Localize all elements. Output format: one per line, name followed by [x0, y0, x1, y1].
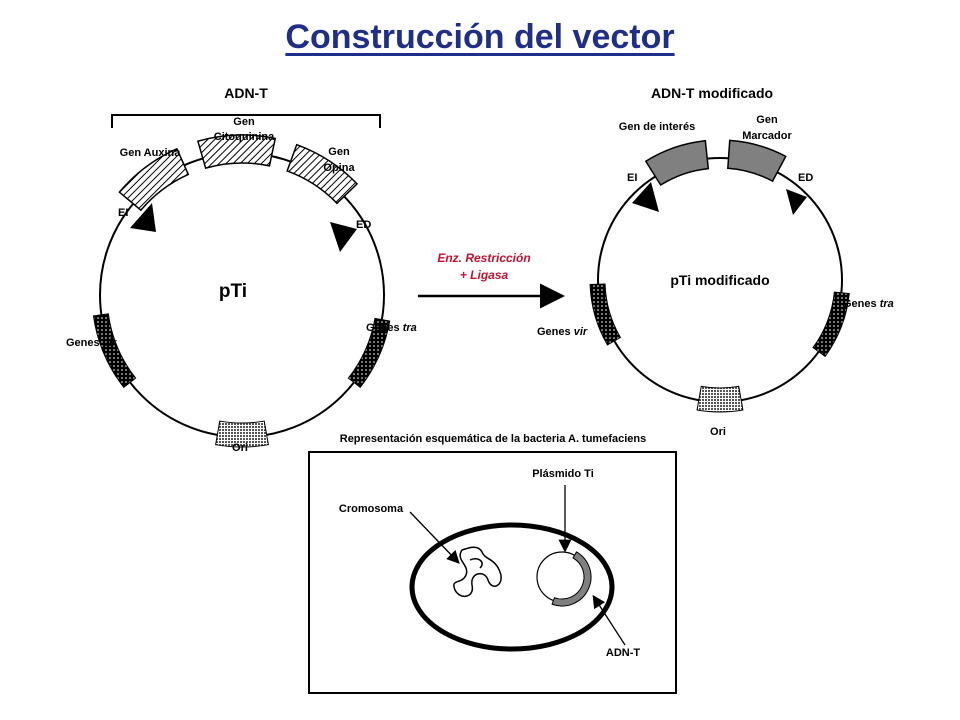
cromosoma-pointer — [409, 511, 460, 564]
ori-block — [215, 420, 269, 448]
process-arrow: Enz. Restricción + Ligasa — [418, 251, 565, 309]
plasmido-ti-label: Plásmido Ti — [532, 468, 594, 480]
chromosome — [453, 546, 502, 597]
genes-vir-label-modified: Genes vir — [537, 326, 588, 338]
ori-label: Ori — [232, 442, 248, 454]
gen-marcador-block — [727, 139, 787, 183]
ed-label-modified: ED — [798, 172, 813, 184]
gen-citoquinina-label-1: Gen — [233, 116, 255, 128]
gen-opina-label-1: Gen — [328, 146, 350, 158]
gen-marcador-label-2: Marcador — [742, 130, 792, 142]
adn-t-bacteria-label: ADN-T — [606, 647, 640, 659]
gen-opina-block — [286, 143, 359, 205]
ori-block-modified — [696, 385, 744, 413]
ed-border-marker — [330, 222, 357, 252]
adn-t-segment — [551, 551, 592, 607]
genes-tra-block — [347, 317, 391, 389]
cromosoma-label: Cromosoma — [339, 503, 404, 515]
pti-modificado-label: pTi modificado — [670, 272, 769, 288]
bacteria-caption: Representación esquemática de la bacteri… — [340, 433, 647, 445]
gen-de-interes-block — [644, 139, 710, 187]
adn-t-pointer — [592, 594, 626, 646]
gen-auxina-label: Gen Auxina — [120, 147, 182, 159]
genes-tra-label: Genes tra — [366, 322, 417, 334]
arrow-label-1: Enz. Restricción — [437, 251, 530, 265]
gen-marcador-label-1: Gen — [756, 114, 778, 126]
ei-label-modified: EI — [627, 172, 637, 184]
ei-border-marker — [130, 203, 156, 232]
genes-vir-block — [92, 313, 137, 389]
ei-border-marker-modified — [632, 182, 659, 212]
genes-vir-block-modified — [589, 283, 622, 346]
gen-citoquinina-block — [196, 134, 277, 170]
right-plasmid: ADN-T modificado pTi modificado Gen de i… — [537, 85, 894, 438]
bacteria-schematic: Representación esquemática de la bacteri… — [308, 433, 677, 694]
genes-tra-label-modified: Genes tra — [843, 298, 894, 310]
adn-t-bracket — [111, 114, 381, 128]
arrow-label-2: + Ligasa — [460, 268, 509, 282]
pti-label: pTi — [219, 281, 247, 302]
genes-tra-block-modified — [812, 291, 850, 358]
adn-t-label: ADN-T — [224, 85, 268, 101]
bacteria-frame — [308, 451, 677, 694]
genes-vir-label: Genes vir — [66, 337, 117, 349]
ori-label-modified: Ori — [710, 426, 726, 438]
bacteria-cell — [409, 522, 615, 652]
gen-de-interes-label: Gen de interés — [619, 121, 695, 133]
page-title: Construcción del vector — [285, 18, 675, 56]
gen-opina-label-2: Opina — [323, 162, 355, 174]
left-plasmid: ADN-T pTi Gen Auxina Gen Citoquinina Gen… — [66, 85, 417, 454]
ed-label: ED — [356, 219, 371, 231]
gen-auxina-block — [118, 147, 190, 212]
ei-label: EI — [118, 207, 128, 219]
ed-border-marker-modified — [786, 189, 807, 215]
gen-citoquinina-label-2: Citoquinina — [214, 131, 275, 143]
adn-t-modificado-label: ADN-T modificado — [651, 85, 773, 101]
